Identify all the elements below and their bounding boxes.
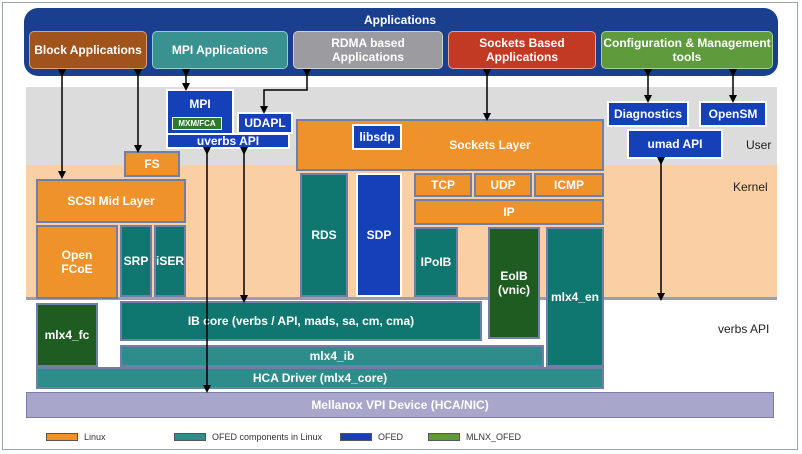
legend-linux-label: Linux bbox=[84, 432, 106, 442]
block-applications-box: Block Applications bbox=[29, 31, 147, 69]
srp-box: SRP bbox=[120, 225, 152, 297]
tcp-box: TCP bbox=[414, 173, 472, 197]
verbs-band-line bbox=[26, 297, 777, 300]
mlx4-ib-box: mlx4_ib bbox=[120, 345, 544, 367]
rds-box: RDS bbox=[300, 173, 348, 297]
mlx4-en-box: mlx4_en bbox=[546, 227, 604, 367]
open-fcoe-label: Open FCoE bbox=[61, 248, 93, 276]
opensm-box: OpenSM bbox=[699, 101, 767, 127]
sockets-applications-box: Sockets Based Applications bbox=[448, 31, 596, 69]
legend-ofed-linux: OFED components in Linux bbox=[174, 432, 322, 442]
umad-api-box: umad API bbox=[627, 129, 723, 159]
sdp-box: SDP bbox=[356, 173, 402, 297]
legend-ofed-linux-label: OFED components in Linux bbox=[212, 432, 323, 442]
libsdp-box: libsdp bbox=[352, 124, 402, 150]
legend-ofed: OFED bbox=[340, 432, 403, 442]
ipoib-box: IPoIB bbox=[414, 227, 458, 297]
fs-box: FS bbox=[124, 151, 180, 177]
user-layer-label: User bbox=[746, 138, 772, 152]
udp-box: UDP bbox=[474, 173, 532, 197]
kernel-layer-label: Kernel bbox=[733, 180, 768, 194]
diagram-frame bbox=[2, 2, 798, 450]
uverbs-api-box: uverbs API bbox=[166, 133, 290, 149]
config-tools-box: Configuration & Management tools bbox=[601, 31, 773, 69]
verbs-layer-label: verbs API bbox=[718, 322, 770, 336]
legend-ofed-label: OFED bbox=[378, 432, 404, 442]
legend-ofed-swatch bbox=[340, 433, 372, 441]
mlx4-fc-box: mlx4_fc bbox=[36, 303, 98, 367]
sockets-layer-box: Sockets Layer bbox=[296, 119, 604, 171]
ip-box: IP bbox=[414, 199, 604, 225]
applications-title: Applications bbox=[363, 13, 436, 27]
hca-driver-box: HCA Driver (mlx4_core) bbox=[36, 367, 604, 389]
mpi-applications-box: MPI Applications bbox=[152, 31, 288, 69]
legend-linux-swatch bbox=[46, 433, 78, 441]
icmp-box: ICMP bbox=[534, 173, 604, 197]
ib-core-box: IB core (verbs / API, mads, sa, cm, cma) bbox=[120, 301, 482, 341]
rdma-to-udapl-arrow bbox=[260, 69, 311, 114]
sockets-layer-label: Sockets Layer bbox=[449, 138, 531, 152]
legend-mlnx: MLNX_OFED bbox=[428, 432, 521, 442]
legend-linux: Linux bbox=[46, 432, 106, 442]
eoib-box: EoIB (vnic) bbox=[488, 227, 540, 339]
vpi-device-box: Mellanox VPI Device (HCA/NIC) bbox=[26, 392, 774, 418]
legend-mlnx-label: MLNX_OFED bbox=[466, 432, 522, 442]
legend-mlnx-swatch bbox=[428, 433, 460, 441]
open-fcoe-box: Open FCoE bbox=[36, 225, 118, 299]
scsi-mid-layer-box: SCSI Mid Layer bbox=[36, 179, 186, 223]
mxm-fca-box: MXM/FCA bbox=[172, 117, 222, 130]
mpi-label: MPI bbox=[189, 97, 211, 111]
eoib-label: EoIB (vnic) bbox=[497, 269, 530, 297]
iser-box: iSER bbox=[154, 225, 186, 297]
rdma-applications-box: RDMA based Applications bbox=[293, 31, 443, 69]
legend-ofed-linux-swatch bbox=[174, 433, 206, 441]
